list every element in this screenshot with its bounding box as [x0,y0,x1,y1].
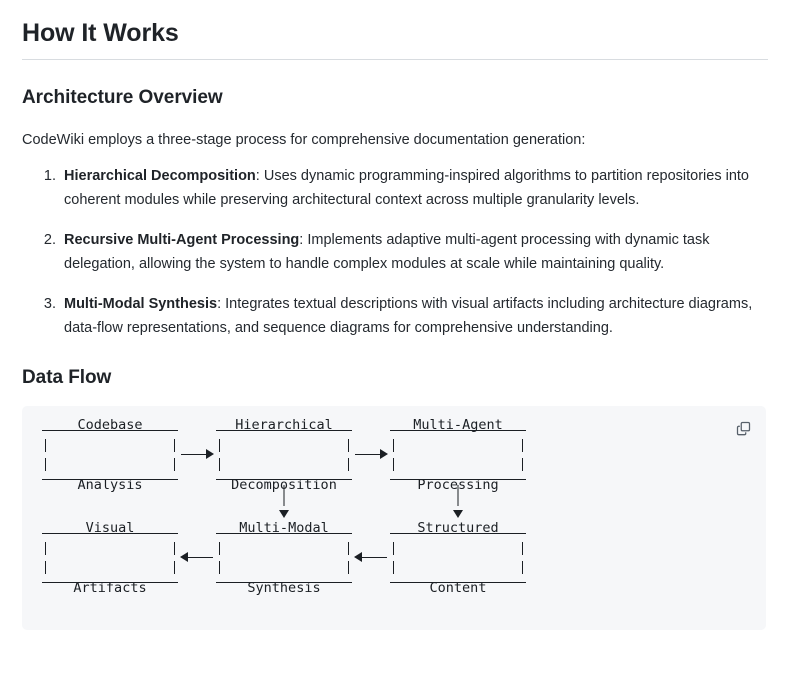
flow-arrow-down-2 [390,480,526,524]
step-text: Implements adaptive multi-agent processi… [64,232,710,272]
flow-node-multi-modal-synthesis: Multi-Modal Synthesis [216,520,352,596]
step-term: Recursive Multi-Agent Processing [64,232,300,249]
node-label: Structured Content [397,478,519,630]
node-bottom-border [216,582,352,584]
node-label-line1: Structured [417,520,499,537]
node-top-border [216,533,352,535]
architecture-steps-list: Hierarchical Decomposition: Uses dynamic… [22,165,768,340]
list-item: Hierarchical Decomposition: Uses dynamic… [60,165,768,212]
node-bottom-border [42,479,178,481]
node-label-line1: Codebase [77,417,143,434]
data-flow-code-block: Codebase Analysis Hierarchi [22,406,766,631]
step-separator: : [217,296,226,313]
node-bottom-border [390,582,526,584]
step-term: Hierarchical Decomposition [64,168,256,185]
copy-icon[interactable] [730,415,756,441]
node-right-border [345,439,352,472]
flow-node-multi-agent-processing: Multi-Agent Processing [390,417,526,493]
node-left-border [390,542,397,575]
node-bottom-border [42,582,178,584]
ascii-flow-diagram: Codebase Analysis Hierarchi [42,417,746,596]
document-page: How It Works Architecture Overview CodeW… [0,0,790,630]
node-left-border [42,439,49,472]
title-divider [22,59,768,61]
node-label-line1: Multi-Agent [413,417,503,434]
list-item: Multi-Modal Synthesis: Integrates textua… [60,293,768,340]
node-left-border [42,542,49,575]
flow-node-structured-content: Structured Content [390,520,526,596]
node-label-line1: Visual [85,520,135,537]
node-top-border [390,430,526,432]
flow-node-codebase-analysis: Codebase Analysis [42,417,178,493]
step-term: Multi-Modal Synthesis [64,296,218,313]
flow-arrow-right-1 [178,430,216,480]
data-flow-heading: Data Flow [22,367,112,389]
flow-node-hierarchical-decomposition: Hierarchical Decomposition [216,417,352,493]
node-bottom-border [390,479,526,481]
page-title: How It Works [22,19,179,47]
node-left-border [216,439,223,472]
flow-row-vertical-connectors [42,480,746,524]
node-label-line2: Artifacts [73,580,147,597]
node-label: Codebase Analysis [49,406,171,535]
node-left-border [390,439,397,472]
step-separator: : [299,232,308,249]
node-right-border [519,439,526,472]
step-text: Uses dynamic programming-inspired algori… [64,168,749,208]
flow-arrow-left-1 [178,533,216,583]
flow-node-visual-artifacts: Visual Artifacts [42,520,178,596]
flow-arrow-right-2 [352,430,390,480]
node-label-line2: Content [429,580,487,597]
node-label: Visual Artifacts [49,478,171,630]
list-item: Recursive Multi-Agent Processing: Implem… [60,229,768,276]
flow-row-top: Codebase Analysis Hierarchi [42,417,746,493]
node-label: Multi-Modal Synthesis [223,478,345,630]
step-separator: : [255,168,264,185]
node-right-border [345,542,352,575]
node-label-line1: Multi-Modal [239,520,329,537]
node-label-line2: Synthesis [247,580,321,597]
node-bottom-border [216,479,352,481]
node-top-border [390,533,526,535]
architecture-overview-heading: Architecture Overview [22,87,223,109]
step-text: Integrates textual descriptions with vis… [64,296,753,336]
architecture-intro-text: CodeWiki employs a three-stage process f… [22,132,586,148]
node-right-border [171,542,178,575]
node-top-border [42,430,178,432]
node-right-border [519,542,526,575]
node-right-border [171,439,178,472]
node-top-border [42,533,178,535]
flow-arrow-down-1 [216,480,352,524]
node-label-line1: Hierarchical [235,417,333,434]
flow-row-bottom: Visual Artifacts Multi-Moda [42,520,746,596]
node-label-line2: Analysis [77,477,143,494]
flow-arrow-left-2 [352,533,390,583]
node-top-border [216,430,352,432]
node-left-border [216,542,223,575]
